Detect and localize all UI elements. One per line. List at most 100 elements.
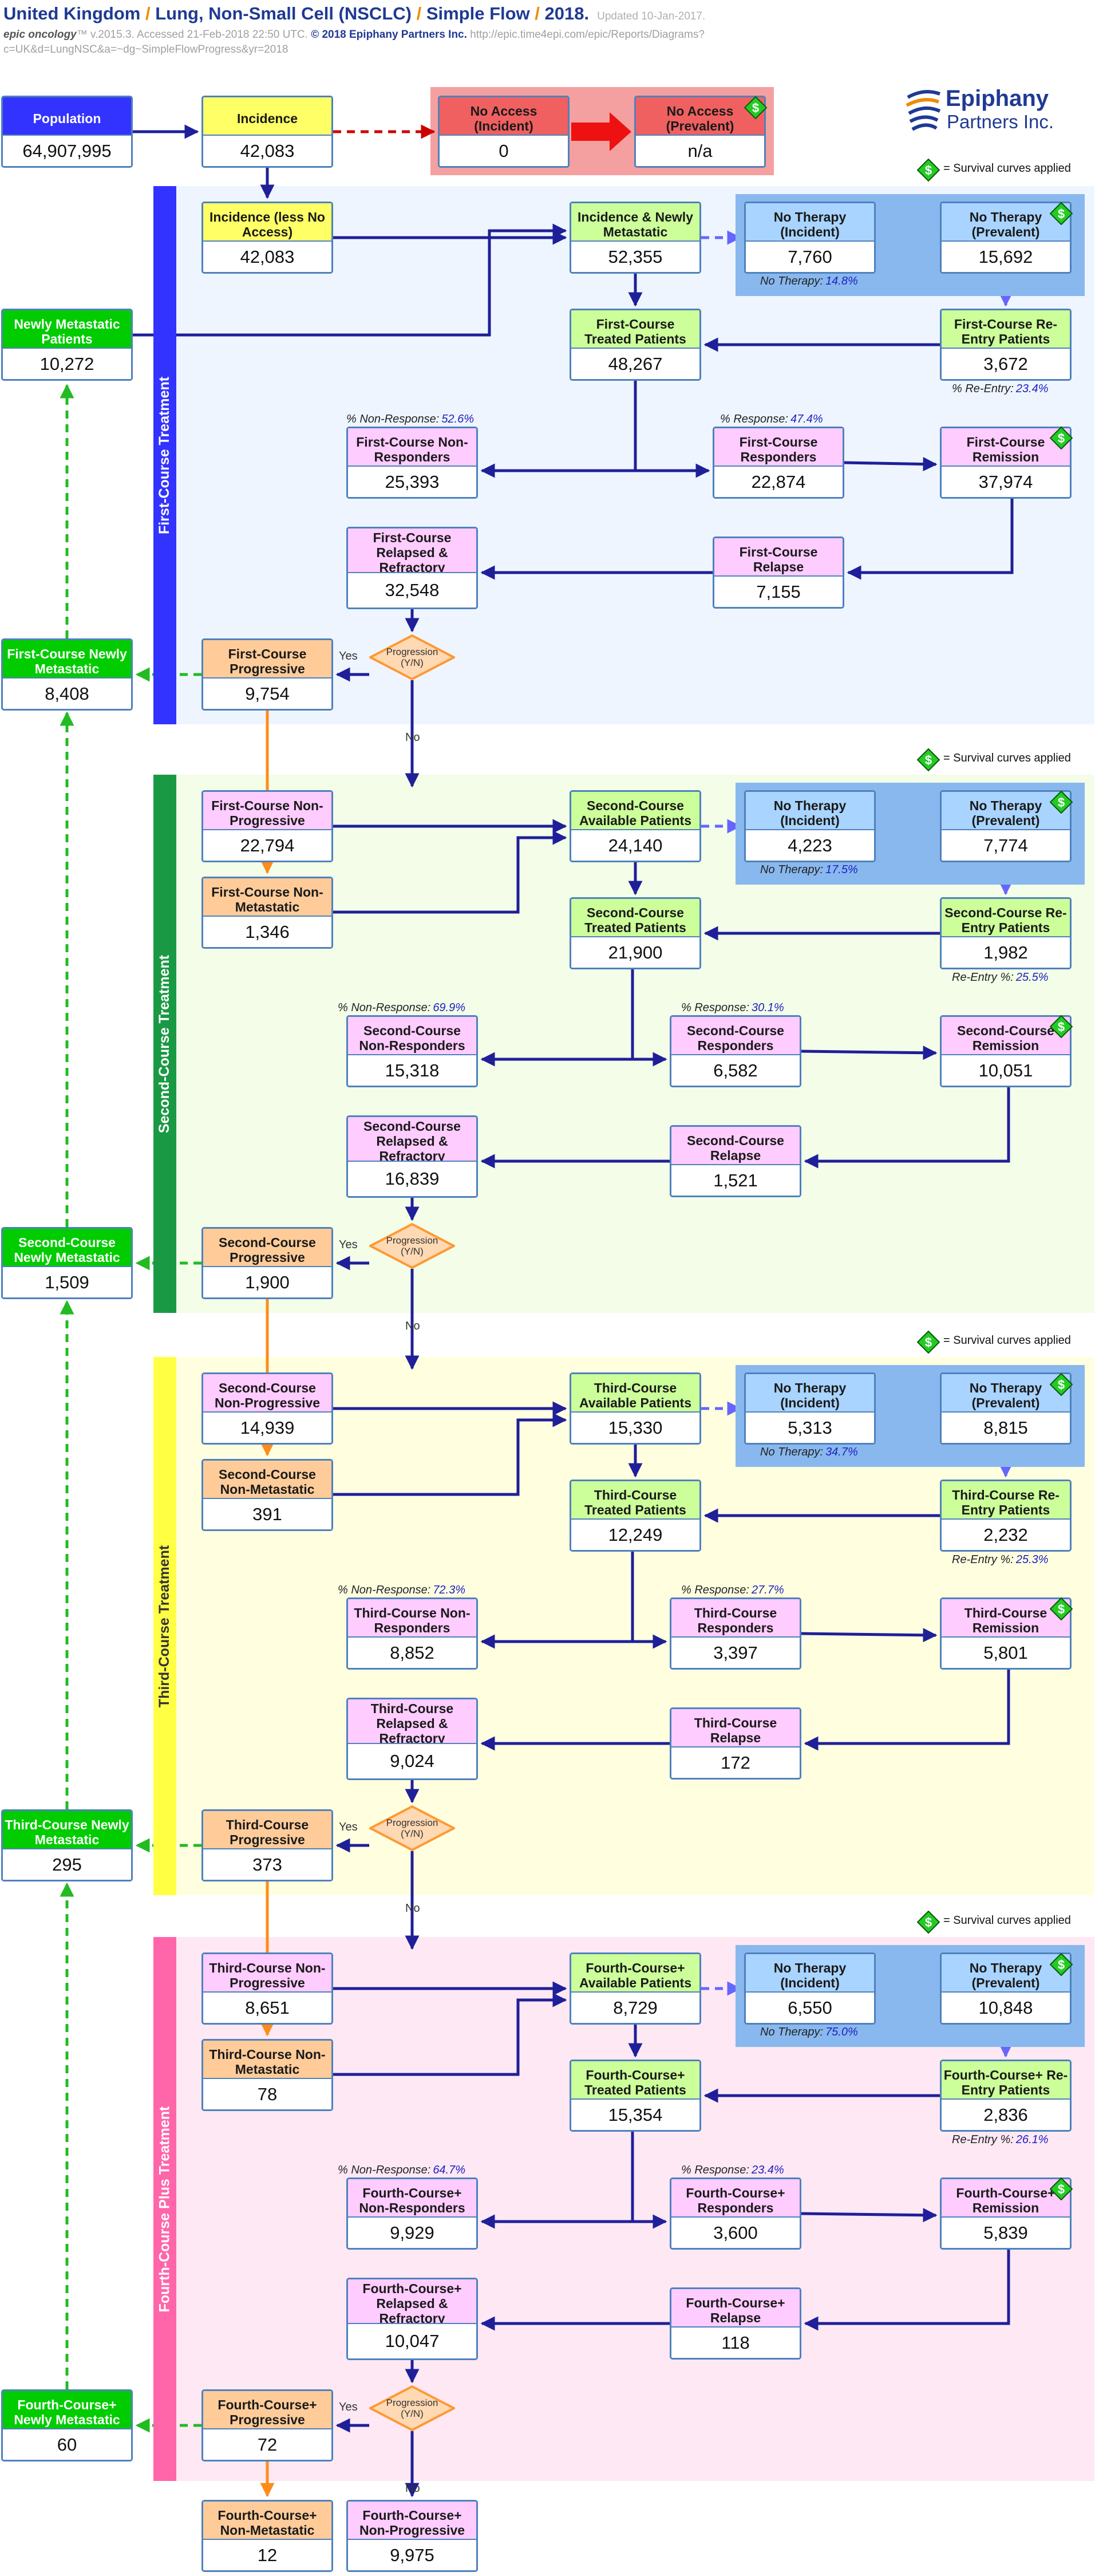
band1-relapse-box-value: 7,155 <box>714 575 843 607</box>
band4-prevalent-survival-icon: $ <box>1049 1952 1073 1977</box>
band3-treated-box-title: Third-Course Treated Patients <box>571 1481 699 1523</box>
band4-progressive-box-title: Fourth-Course+ Progressive <box>203 2391 331 2433</box>
band3-legend: = Survival curves applied <box>943 1334 1071 1347</box>
band4-progression-diamond[interactable]: Progression(Y/N) <box>369 2385 455 2431</box>
report-url[interactable]: http://epic.time4epi.com/epic/Reports/Di… <box>3 29 705 56</box>
band3-arrow-remission-relapse <box>804 1670 1010 1751</box>
no-access-incident-box[interactable]: No Access (Incident)0 <box>438 96 570 168</box>
band4-no-therapy-prevalent-box-value: 10,848 <box>942 1991 1070 2023</box>
band2-nonresponse-note: % Non-Response:69.9% <box>338 1001 465 1015</box>
band3-progression-diamond[interactable]: Progression(Y/N) <box>369 1805 455 1851</box>
band3-responders-box-title: Third-Course Responders <box>671 1599 800 1641</box>
band2-progression-diamond[interactable]: Progression(Y/N) <box>369 1223 455 1269</box>
band3-responders-box-value: 3,397 <box>671 1636 800 1668</box>
band2-progression-diamond-label: Progression(Y/N) <box>386 1235 438 1257</box>
band1-incidence-less-no-access-box[interactable]: Incidence (less No Access)42,083 <box>201 202 333 274</box>
band1-no-label: No <box>405 731 420 744</box>
svg-text:$: $ <box>1058 431 1065 445</box>
band2-no-therapy-prevalent-box[interactable]: No Therapy (Prevalent)7,774 <box>940 790 1072 862</box>
band2-progressive-box-title: Second-Course Progressive <box>203 1229 331 1271</box>
band1-incidence-less-no-access-box-value: 42,083 <box>203 240 331 272</box>
band1-relapsed-refractory-box-value: 32,548 <box>348 572 476 607</box>
band1-arrow-metastatic-available <box>133 223 567 337</box>
band2-no-therapy-note-label: No Therapy: <box>760 863 824 876</box>
band2-arrow-responders-remission <box>801 1046 938 1060</box>
band3-no-therapy-incident-box[interactable]: No Therapy (Incident)5,313 <box>744 1372 876 1445</box>
svg-text:$: $ <box>925 1335 932 1350</box>
band1-no-therapy-incident-box-title: No Therapy (Incident) <box>746 203 874 245</box>
band2-relapsed-refractory-box-value: 16,839 <box>348 1161 476 1196</box>
band4-nonresponse-note-label: % Non-Response: <box>338 2164 431 2176</box>
no-access-survival-icon: $ <box>744 96 768 120</box>
band3-newly-metastatic-box-title: Third-Course Newly Metastatic <box>3 1811 131 1853</box>
band2-available-box-value: 24,140 <box>571 829 699 861</box>
band4-reentry-box-value: 2,836 <box>942 2098 1070 2130</box>
band4-remission-box-title: Fourth-Course+ Remission <box>942 2179 1070 2221</box>
band2-non-progressive-box-title: First-Course Non-Progressive <box>203 792 331 834</box>
band2-label-text: Second-Course Treatment <box>156 954 173 1133</box>
band2-no-therapy-incident-box[interactable]: No Therapy (Incident)4,223 <box>744 790 876 862</box>
band2-newly-metastatic-box-title: Second-Course Newly Metastatic <box>3 1229 131 1271</box>
band1-nonresponse-note-pct: 52.6% <box>441 413 475 425</box>
band1-progression-diamond[interactable]: Progression(Y/N) <box>369 634 455 680</box>
band1-no-therapy-incident-box[interactable]: No Therapy (Incident)7,760 <box>744 202 876 274</box>
no-access-incident-box-value: 0 <box>440 135 568 166</box>
band3-no-therapy-prevalent-box[interactable]: No Therapy (Prevalent)8,815 <box>940 1372 1072 1445</box>
no-access-prevalent-box-value: n/a <box>636 135 764 166</box>
band2-non-metastatic-box-title: First-Course Non-Metastatic <box>203 878 331 920</box>
band4-no-therapy-prevalent-box[interactable]: No Therapy (Prevalent)10,848 <box>940 1952 1072 2025</box>
band4-no-therapy-incident-box[interactable]: No Therapy (Incident)6,550 <box>744 1952 876 2025</box>
